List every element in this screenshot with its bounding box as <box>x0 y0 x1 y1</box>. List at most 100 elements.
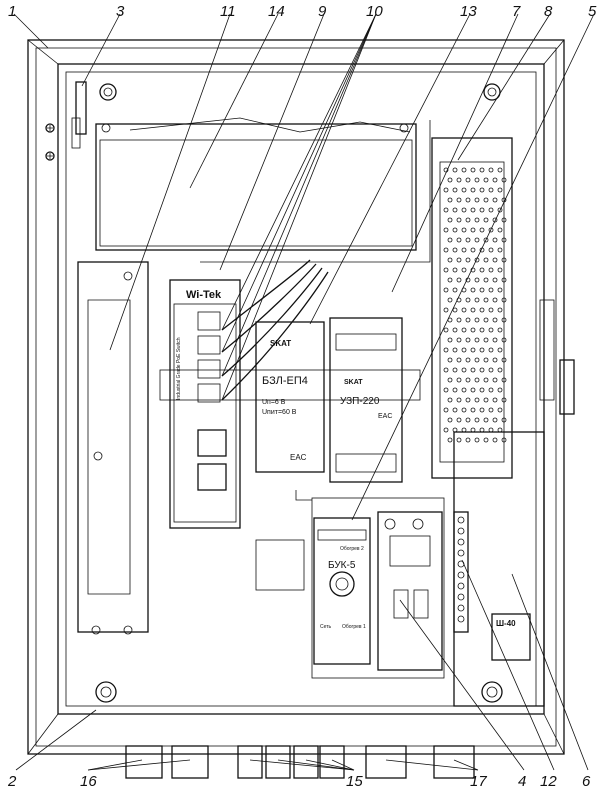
vent-hole <box>474 177 480 183</box>
vent-hole <box>492 257 498 263</box>
vent-hole <box>456 277 462 283</box>
vent-hole <box>492 417 498 423</box>
vent-hole <box>452 407 458 413</box>
callout-9: 9 <box>318 3 327 20</box>
door-latch <box>71 81 87 149</box>
callout-2: 2 <box>7 773 17 790</box>
vent-hole <box>456 177 462 183</box>
vent-hole <box>465 417 471 423</box>
vent-hole <box>465 237 471 243</box>
vent-hole <box>497 267 503 273</box>
enclosure-body <box>27 39 575 755</box>
vent-hole <box>488 367 494 373</box>
vent-hole <box>497 247 503 253</box>
vent-hole <box>465 397 471 403</box>
vent-hole <box>488 347 494 353</box>
bzl-eac-mark: EAC <box>290 453 307 462</box>
vent-hole <box>497 367 503 373</box>
callout-1: 1 <box>8 3 16 20</box>
power-supply-unit <box>431 137 513 479</box>
vent-hole <box>452 207 458 213</box>
vent-hole <box>492 217 498 223</box>
vent-hole <box>470 287 476 293</box>
vent-hole <box>461 327 467 333</box>
vent-hole <box>488 207 494 213</box>
vent-hole <box>479 367 485 373</box>
vent-hole <box>470 247 476 253</box>
callout-3: 3 <box>116 3 125 20</box>
vent-hole <box>488 307 494 313</box>
vent-hole <box>492 317 498 323</box>
vent-hole <box>470 187 476 193</box>
vent-hole <box>488 267 494 273</box>
vent-hole <box>456 437 462 443</box>
vent-hole <box>470 327 476 333</box>
vent-hole <box>483 397 489 403</box>
terminal-screw <box>457 527 465 535</box>
vent-hole <box>488 327 494 333</box>
vent-hole <box>452 247 458 253</box>
vent-hole <box>452 307 458 313</box>
vent-hole <box>452 327 458 333</box>
vent-hole <box>465 177 471 183</box>
cable-glands <box>125 745 475 779</box>
vent-hole <box>492 377 498 383</box>
vent-hole <box>456 317 462 323</box>
vent-hole <box>497 387 503 393</box>
vent-hole <box>497 327 503 333</box>
vent-hole <box>479 207 485 213</box>
vent-hole <box>461 187 467 193</box>
vent-hole <box>501 257 507 263</box>
vent-hole <box>443 247 449 253</box>
vent-hole <box>443 307 449 313</box>
vent-hole <box>492 277 498 283</box>
uzp-eac-mark: EAC <box>378 413 392 420</box>
vent-hole <box>456 357 462 363</box>
vent-hole <box>452 387 458 393</box>
vent-hole <box>479 387 485 393</box>
vent-hole <box>474 197 480 203</box>
vent-hole <box>470 307 476 313</box>
vent-hole <box>456 337 462 343</box>
vent-hole <box>447 257 453 263</box>
vent-hole <box>479 407 485 413</box>
vent-hole <box>461 267 467 273</box>
vent-hole <box>488 227 494 233</box>
vent-hole <box>452 287 458 293</box>
vent-hole <box>488 167 494 173</box>
vent-hole <box>443 347 449 353</box>
vent-hole <box>483 377 489 383</box>
vent-hole <box>497 407 503 413</box>
terminal-screw <box>457 516 465 524</box>
terminal-screw <box>457 604 465 612</box>
callout-16: 16 <box>80 773 97 790</box>
vent-hole <box>483 277 489 283</box>
vent-hole <box>501 417 507 423</box>
vent-hole <box>447 397 453 403</box>
terminal-screw <box>457 549 465 557</box>
terminal-screw <box>457 615 465 623</box>
vent-hole <box>497 287 503 293</box>
vent-hole <box>483 317 489 323</box>
vent-hole <box>447 197 453 203</box>
frame-screws <box>45 83 503 703</box>
vent-hole <box>443 367 449 373</box>
callout-17: 17 <box>470 773 487 790</box>
vent-hole <box>447 217 453 223</box>
vent-hole <box>447 337 453 343</box>
vent-hole <box>465 197 471 203</box>
vent-hole <box>452 187 458 193</box>
vent-hole <box>470 167 476 173</box>
vent-hole <box>497 187 503 193</box>
vent-hole <box>443 387 449 393</box>
vent-hole <box>456 237 462 243</box>
vent-hole <box>474 217 480 223</box>
vent-hole <box>488 407 494 413</box>
vent-hole <box>488 387 494 393</box>
cable-bundle <box>200 120 431 501</box>
buk-name-label: БУК-5 <box>328 560 356 571</box>
vent-hole <box>456 417 462 423</box>
vent-hole <box>492 197 498 203</box>
vent-hole <box>479 167 485 173</box>
vent-hole <box>465 257 471 263</box>
